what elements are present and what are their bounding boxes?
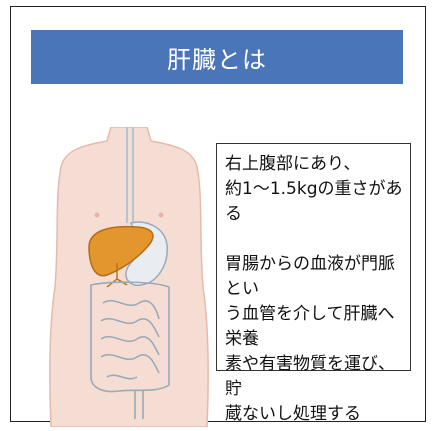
liver-icon: [88, 225, 154, 277]
description-para-2: 胃腸からの血液が門脈とい う血管を介して肝臓へ栄養 素や有害物質を運び、貯 蔵な…: [225, 254, 395, 424]
description-box: 右上腹部にあり、 約1～1.5kgの重さがある 胃腸からの血液が門脈とい う血管…: [216, 143, 411, 424]
slide: 肝臓とは: [10, 6, 426, 428]
slide-title: 肝臓とは: [31, 30, 403, 84]
intestines-icon: [90, 281, 170, 419]
description-para-1: 右上腹部にあり、 約1～1.5kgの重さがある: [225, 154, 403, 224]
anatomy-illustration: [45, 126, 213, 428]
